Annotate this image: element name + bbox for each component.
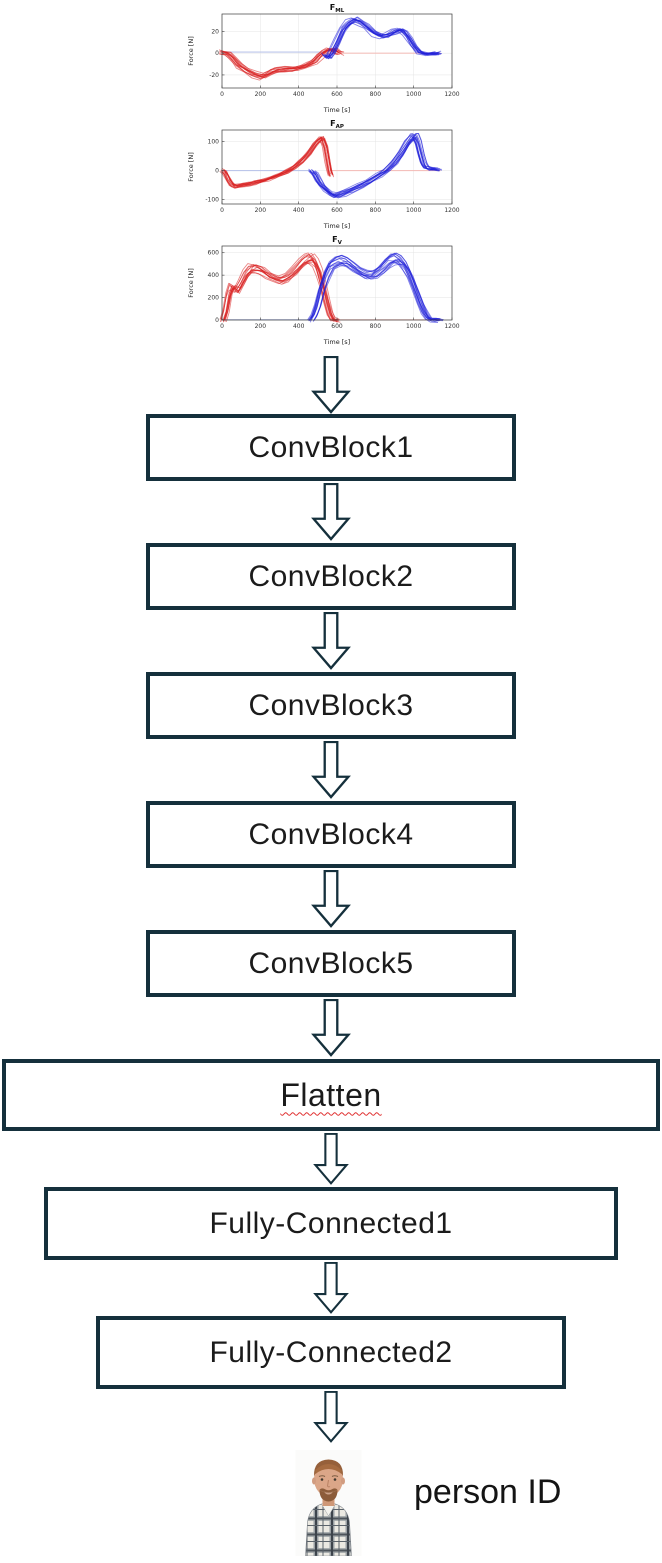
svg-text:0: 0 bbox=[220, 91, 224, 98]
svg-text:100: 100 bbox=[208, 139, 220, 146]
svg-text:800: 800 bbox=[370, 91, 382, 98]
svg-text:800: 800 bbox=[370, 323, 382, 330]
down-arrow-icon bbox=[311, 998, 351, 1057]
svg-text:200: 200 bbox=[208, 295, 220, 302]
svg-text:400: 400 bbox=[208, 272, 220, 279]
svg-text:Time [s]: Time [s] bbox=[323, 338, 350, 346]
svg-text:20: 20 bbox=[211, 28, 219, 35]
node-label: ConvBlock1 bbox=[248, 430, 414, 464]
node-fully-connected2: Fully-Connected2 bbox=[96, 1316, 566, 1389]
svg-text:400: 400 bbox=[293, 207, 305, 214]
node-label: Flatten bbox=[280, 1076, 382, 1113]
svg-text:-20: -20 bbox=[209, 72, 219, 79]
svg-text:1200: 1200 bbox=[444, 323, 459, 330]
down-arrow-icon bbox=[311, 355, 351, 414]
svg-text:1200: 1200 bbox=[444, 91, 459, 98]
svg-text:600: 600 bbox=[331, 323, 343, 330]
svg-text:Force [N]: Force [N] bbox=[187, 36, 195, 66]
svg-text:600: 600 bbox=[331, 207, 343, 214]
down-arrow-icon bbox=[311, 1132, 351, 1185]
node-convblock4: ConvBlock4 bbox=[146, 801, 516, 868]
svg-text:200: 200 bbox=[255, 207, 267, 214]
svg-text:-100: -100 bbox=[205, 197, 219, 204]
down-arrow-icon bbox=[311, 869, 351, 928]
svg-text:0: 0 bbox=[215, 317, 219, 324]
down-arrow-icon bbox=[311, 482, 351, 541]
node-label: ConvBlock5 bbox=[248, 946, 414, 980]
svg-text:0: 0 bbox=[220, 207, 224, 214]
output-row: person ID bbox=[0, 1447, 662, 1559]
down-arrow-icon bbox=[311, 1261, 351, 1314]
svg-text:0: 0 bbox=[215, 50, 219, 57]
svg-text:200: 200 bbox=[255, 91, 267, 98]
svg-text:400: 400 bbox=[293, 91, 305, 98]
svg-text:600: 600 bbox=[331, 91, 343, 98]
svg-text:FAP: FAP bbox=[330, 119, 344, 130]
node-convblock3: ConvBlock3 bbox=[146, 672, 516, 739]
svg-text:200: 200 bbox=[255, 323, 267, 330]
svg-text:800: 800 bbox=[370, 207, 382, 214]
svg-text:0: 0 bbox=[215, 168, 219, 175]
down-arrow-icon bbox=[311, 740, 351, 799]
svg-text:Time [s]: Time [s] bbox=[323, 222, 350, 230]
node-convblock2: ConvBlock2 bbox=[146, 543, 516, 610]
svg-text:400: 400 bbox=[293, 323, 305, 330]
svg-text:1000: 1000 bbox=[406, 323, 421, 330]
down-arrow-icon bbox=[311, 1390, 351, 1443]
node-label: Fully-Connected1 bbox=[209, 1206, 453, 1240]
svg-text:0: 0 bbox=[220, 323, 224, 330]
svg-text:1000: 1000 bbox=[406, 91, 421, 98]
svg-text:1200: 1200 bbox=[444, 207, 459, 214]
node-convblock1: ConvBlock1 bbox=[146, 414, 516, 481]
node-label: Fully-Connected2 bbox=[209, 1335, 453, 1369]
person-photo bbox=[295, 1450, 362, 1556]
node-label: ConvBlock2 bbox=[248, 559, 414, 593]
down-arrow-icon bbox=[311, 611, 351, 670]
svg-text:Force [N]: Force [N] bbox=[187, 152, 195, 182]
svg-text:FV: FV bbox=[332, 235, 342, 246]
node-label: ConvBlock4 bbox=[248, 817, 414, 851]
node-convblock5: ConvBlock5 bbox=[146, 930, 516, 997]
node-label: ConvBlock3 bbox=[248, 688, 414, 722]
svg-text:FML: FML bbox=[330, 3, 345, 14]
svg-text:600: 600 bbox=[208, 250, 220, 257]
node-fully-connected1: Fully-Connected1 bbox=[44, 1187, 618, 1260]
node-flatten: Flatten bbox=[2, 1059, 660, 1131]
output-label: person ID bbox=[414, 1473, 562, 1511]
svg-text:1000: 1000 bbox=[406, 207, 421, 214]
svg-text:Force [N]: Force [N] bbox=[187, 268, 195, 298]
svg-text:Time [s]: Time [s] bbox=[323, 106, 350, 114]
